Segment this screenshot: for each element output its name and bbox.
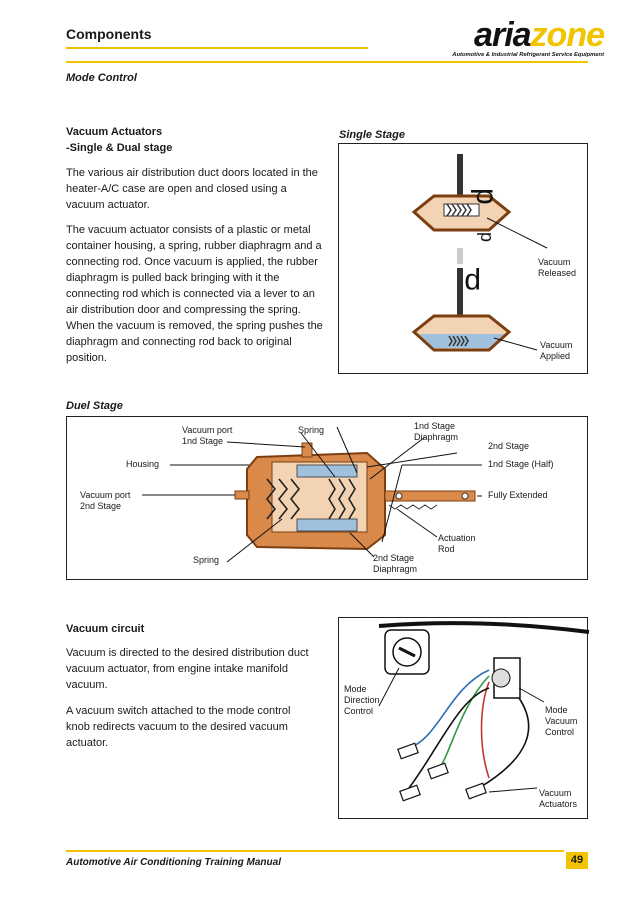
diaphragm-2nd [296,518,358,532]
circuit-callouts [378,667,545,793]
label-diaphragm-1nd-line1: 1nd Stage [414,421,456,431]
header-rule [66,47,368,49]
actuators-heading: Vacuum Actuators -Single & Dual stage [66,124,326,156]
actuators-paragraph-1: The various air distribution duct doors … [66,167,318,211]
label-mode-vacuum-line3: Control [545,727,575,737]
label-vacuum-actuators-line2: Actuators [539,799,578,809]
diaphragm [419,334,504,348]
label-1nd-stage-half: 1nd Stage (Half) [488,459,554,469]
label-mode-direction-line2: Direction [344,695,380,705]
actuator-applied: p [411,248,538,352]
label-diaphragm-2nd-line2: Diaphragm [373,564,418,574]
label-spring-bottom: Spring [193,555,220,565]
label-mode-direction-control: Mode Direction Control [344,684,380,717]
label-vacuum-applied-line1: Vacuum [540,340,573,350]
label-mode-direction-line1: Mode [344,684,367,694]
dual-stage-diagram [142,426,482,563]
spring [446,203,472,217]
vacuum-port-2nd [234,490,250,500]
label-vacuum-actuators: Vacuum Actuators [539,788,577,810]
brand-logo: ariazone [474,16,605,54]
page-title: Mode Control [66,72,137,84]
footer-manual-title: Automotive Air Conditioning Training Man… [66,857,281,868]
label-vacuum-released-line2: Released [538,268,577,278]
dual-stage-figure [66,416,588,580]
circuit-heading: Vacuum circuit [66,623,145,635]
label-vacuum-port-1nd-line1: Vacuum port [182,425,233,435]
label-vacuum-released-line1: Vacuum [538,257,571,267]
mode-knob [384,629,430,675]
spring [448,335,469,347]
actuators [397,742,487,802]
label-mode-vacuum-line1: Mode [545,705,568,715]
label-diaphragm-2nd: 2nd Stage Diaphragm [373,553,417,575]
label-vacuum-port-1nd: Vacuum port 1nd Stage [182,425,232,447]
label-vacuum-port-2nd: Vacuum port 2nd Stage [80,490,130,512]
label-vacuum-actuators-line1: Vacuum [539,788,572,798]
label-actuation-rod-line1: Actuation [438,533,476,543]
dual-stage-title: Duel Stage [66,400,123,412]
actuators-heading-line2: -Single & Dual stage [66,142,173,154]
label-actuation-rod: Actuation Rod [438,533,476,555]
header-rule-lower [66,61,588,63]
callout-lines [142,426,482,563]
label-vacuum-applied-line2: Applied [540,351,571,361]
label-vacuum-port-2nd-line2: 2nd Stage [80,501,122,511]
label-actuation-rod-line2: Rod [438,544,455,554]
label-mode-vacuum-control: Mode Vacuum Control [545,705,577,738]
single-stage-diagram: p p p [411,154,548,352]
connecting-rod [457,268,463,324]
label-diaphragm-1nd-line2: Diaphragm [414,432,459,442]
label-2nd-stage: 2nd Stage [488,441,530,451]
brand-logo-part2: zone [530,16,605,54]
label-mode-direction-line3: Control [344,706,374,716]
vacuum-switch [491,657,521,699]
hoses [408,669,530,789]
single-stage-figure: p p p [338,143,588,374]
spring-1nd [328,478,356,520]
label-spring-top: Spring [298,425,325,435]
vacuum-circuit-diagram [378,621,590,802]
page-number: 49 [566,852,588,869]
actuators-paragraph-2: The vacuum actuator consists of a plasti… [66,224,323,364]
circuit-paragraph-1: Vacuum is directed to the desired distri… [66,647,309,691]
brand-tagline: Automotive & Industrial Refrigerant Serv… [452,52,604,58]
actuators-heading-line1: Vacuum Actuators [66,126,163,138]
label-vacuum-port-1nd-line2: 1nd Stage [182,436,224,446]
label-housing: Housing [126,459,160,469]
diaphragm-1nd [296,464,358,478]
label-vacuum-applied: Vacuum Applied [540,340,572,362]
label-diaphragm-1nd: 1nd Stage Diaphragm [414,421,458,443]
svg-text:p: p [464,267,481,300]
vacuum-circuit-figure [338,617,590,819]
footer-rule [66,850,564,852]
svg-text:p: p [477,232,497,242]
label-vacuum-released: Vacuum Released [538,257,576,279]
spring-2nd [265,478,301,520]
circuit-paragraph-2: A vacuum switch attached to the mode con… [66,705,291,749]
svg-text:p: p [470,188,503,205]
brand-logo-part1: aria [474,16,531,54]
label-mode-vacuum-line2: Vacuum [545,716,578,726]
actuator-released: p p [411,154,548,249]
single-stage-title: Single Stage [339,129,406,141]
connecting-rod [457,154,463,206]
label-vacuum-port-2nd-line1: Vacuum port [80,490,131,500]
label-diaphragm-2nd-line1: 2nd Stage [373,553,415,563]
vacuum-port-1nd [301,442,313,458]
section-title: Components [66,26,152,42]
actuation-rod [384,490,476,502]
label-fully-extended: Fully Extended [488,490,548,500]
dual-actuator [234,442,476,551]
